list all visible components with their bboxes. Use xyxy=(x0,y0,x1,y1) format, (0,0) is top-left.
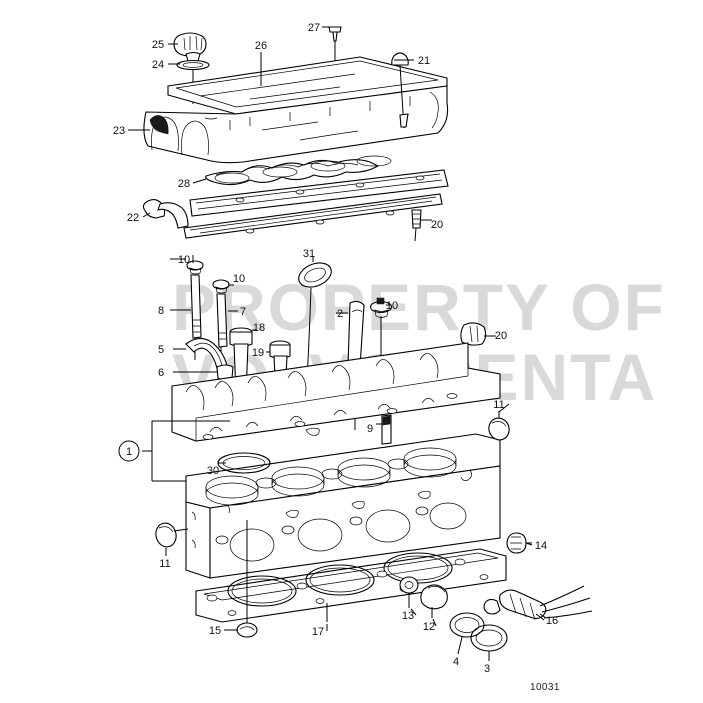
part-dowel-pin-9 xyxy=(376,414,392,445)
part-plug-threaded-14 xyxy=(506,532,532,554)
callout-label-o-ring-valve-stem: 31 xyxy=(303,248,315,260)
part-cylinder-head-body xyxy=(185,433,501,579)
callout-label-core-plug-right: 11 xyxy=(493,399,504,411)
part-temperature-sensor-16 xyxy=(483,585,593,621)
callout-label-cover-bolt: 27 xyxy=(308,22,320,34)
part-plug-12 xyxy=(420,584,448,618)
part-valve-cover xyxy=(143,56,449,164)
part-nut-10-right xyxy=(369,297,393,362)
callout-label-valve-cover: 26 xyxy=(255,40,267,52)
callout-label-o-ring-upper: 4 xyxy=(453,656,459,668)
callout-label-cylinder-head-assembly: 1 xyxy=(126,446,132,458)
part-cap-wedge-20 xyxy=(460,322,496,346)
part-bolt-lower xyxy=(411,209,432,242)
part-o-ring-3 xyxy=(470,624,508,661)
figure-number: 10031 xyxy=(530,682,560,693)
part-core-plug-left-11 xyxy=(155,522,189,556)
callout-label-o-ring-lower: 3 xyxy=(484,663,490,675)
callout-label-stud-medium: 18 xyxy=(253,322,265,334)
callout-label-dowel-pin: 9 xyxy=(367,423,373,435)
leader-lines xyxy=(142,26,545,631)
callout-label-seal-grommet: 15 xyxy=(209,625,221,637)
callout-label-grommet-cover: 21 xyxy=(418,55,430,67)
callout-label-temperature-sensor: 16 xyxy=(546,615,558,627)
part-o-ring-4 xyxy=(449,612,485,655)
callout-label-bolt-lower: 20 xyxy=(431,219,443,231)
part-oil-filler-cap-seal xyxy=(176,59,210,71)
callout-labels: 1234567891010101111121314151617181920202… xyxy=(113,22,558,675)
part-gasket-seal-front xyxy=(142,169,449,239)
callout-label-nut-right: 10 xyxy=(386,300,398,312)
callout-label-stud-long: 8 xyxy=(158,305,164,317)
callout-label-oil-filler-cap-seal: 24 xyxy=(152,59,164,71)
part-o-ring-head-30 xyxy=(217,452,271,474)
callout-label-cap-wedge: 20 xyxy=(495,330,507,342)
callout-circle-1 xyxy=(118,440,140,462)
part-washer-seal-13 xyxy=(399,576,419,608)
callout-label-plug-threaded: 14 xyxy=(535,540,547,552)
part-grommet-cover xyxy=(391,52,409,129)
callout-label-nut-upper-left: 10 xyxy=(178,254,190,266)
callout-label-plug: 12 xyxy=(423,621,435,633)
part-o-ring-valve-stem-31 xyxy=(298,256,332,288)
callout-label-bushing: 6 xyxy=(158,367,164,379)
callout-label-o-ring-head: 30 xyxy=(207,465,219,477)
callout-label-cylinder-head-gasket: 17 xyxy=(312,626,324,638)
callout-label-valve-exhaust: 2 xyxy=(337,308,343,320)
callout-label-stud-short: 7 xyxy=(240,306,246,318)
callout-label-valve-cover-end: 23 xyxy=(113,125,125,137)
part-cylinder-head-upper xyxy=(171,342,501,442)
watermark-line-1: PROPERTY OF xyxy=(172,270,666,344)
callout-label-core-plug-left: 11 xyxy=(159,558,170,570)
callout-label-washer-seal: 13 xyxy=(402,610,414,622)
callout-label-oil-filler-cap: 25 xyxy=(152,39,164,51)
part-stud-short-7 xyxy=(212,279,238,365)
callout-label-nut-mid: 10 xyxy=(233,273,245,285)
callout-label-gasket-seal-front: 22 xyxy=(127,212,139,224)
callout-label-valve-guide-clip: 5 xyxy=(158,344,164,356)
callout-label-stud-short-2: 19 xyxy=(252,347,264,359)
callout-label-valve-cover-gasket: 28 xyxy=(178,178,190,190)
part-core-plug-right-11 xyxy=(488,411,510,441)
part-valve-cover-gasket xyxy=(205,155,392,186)
